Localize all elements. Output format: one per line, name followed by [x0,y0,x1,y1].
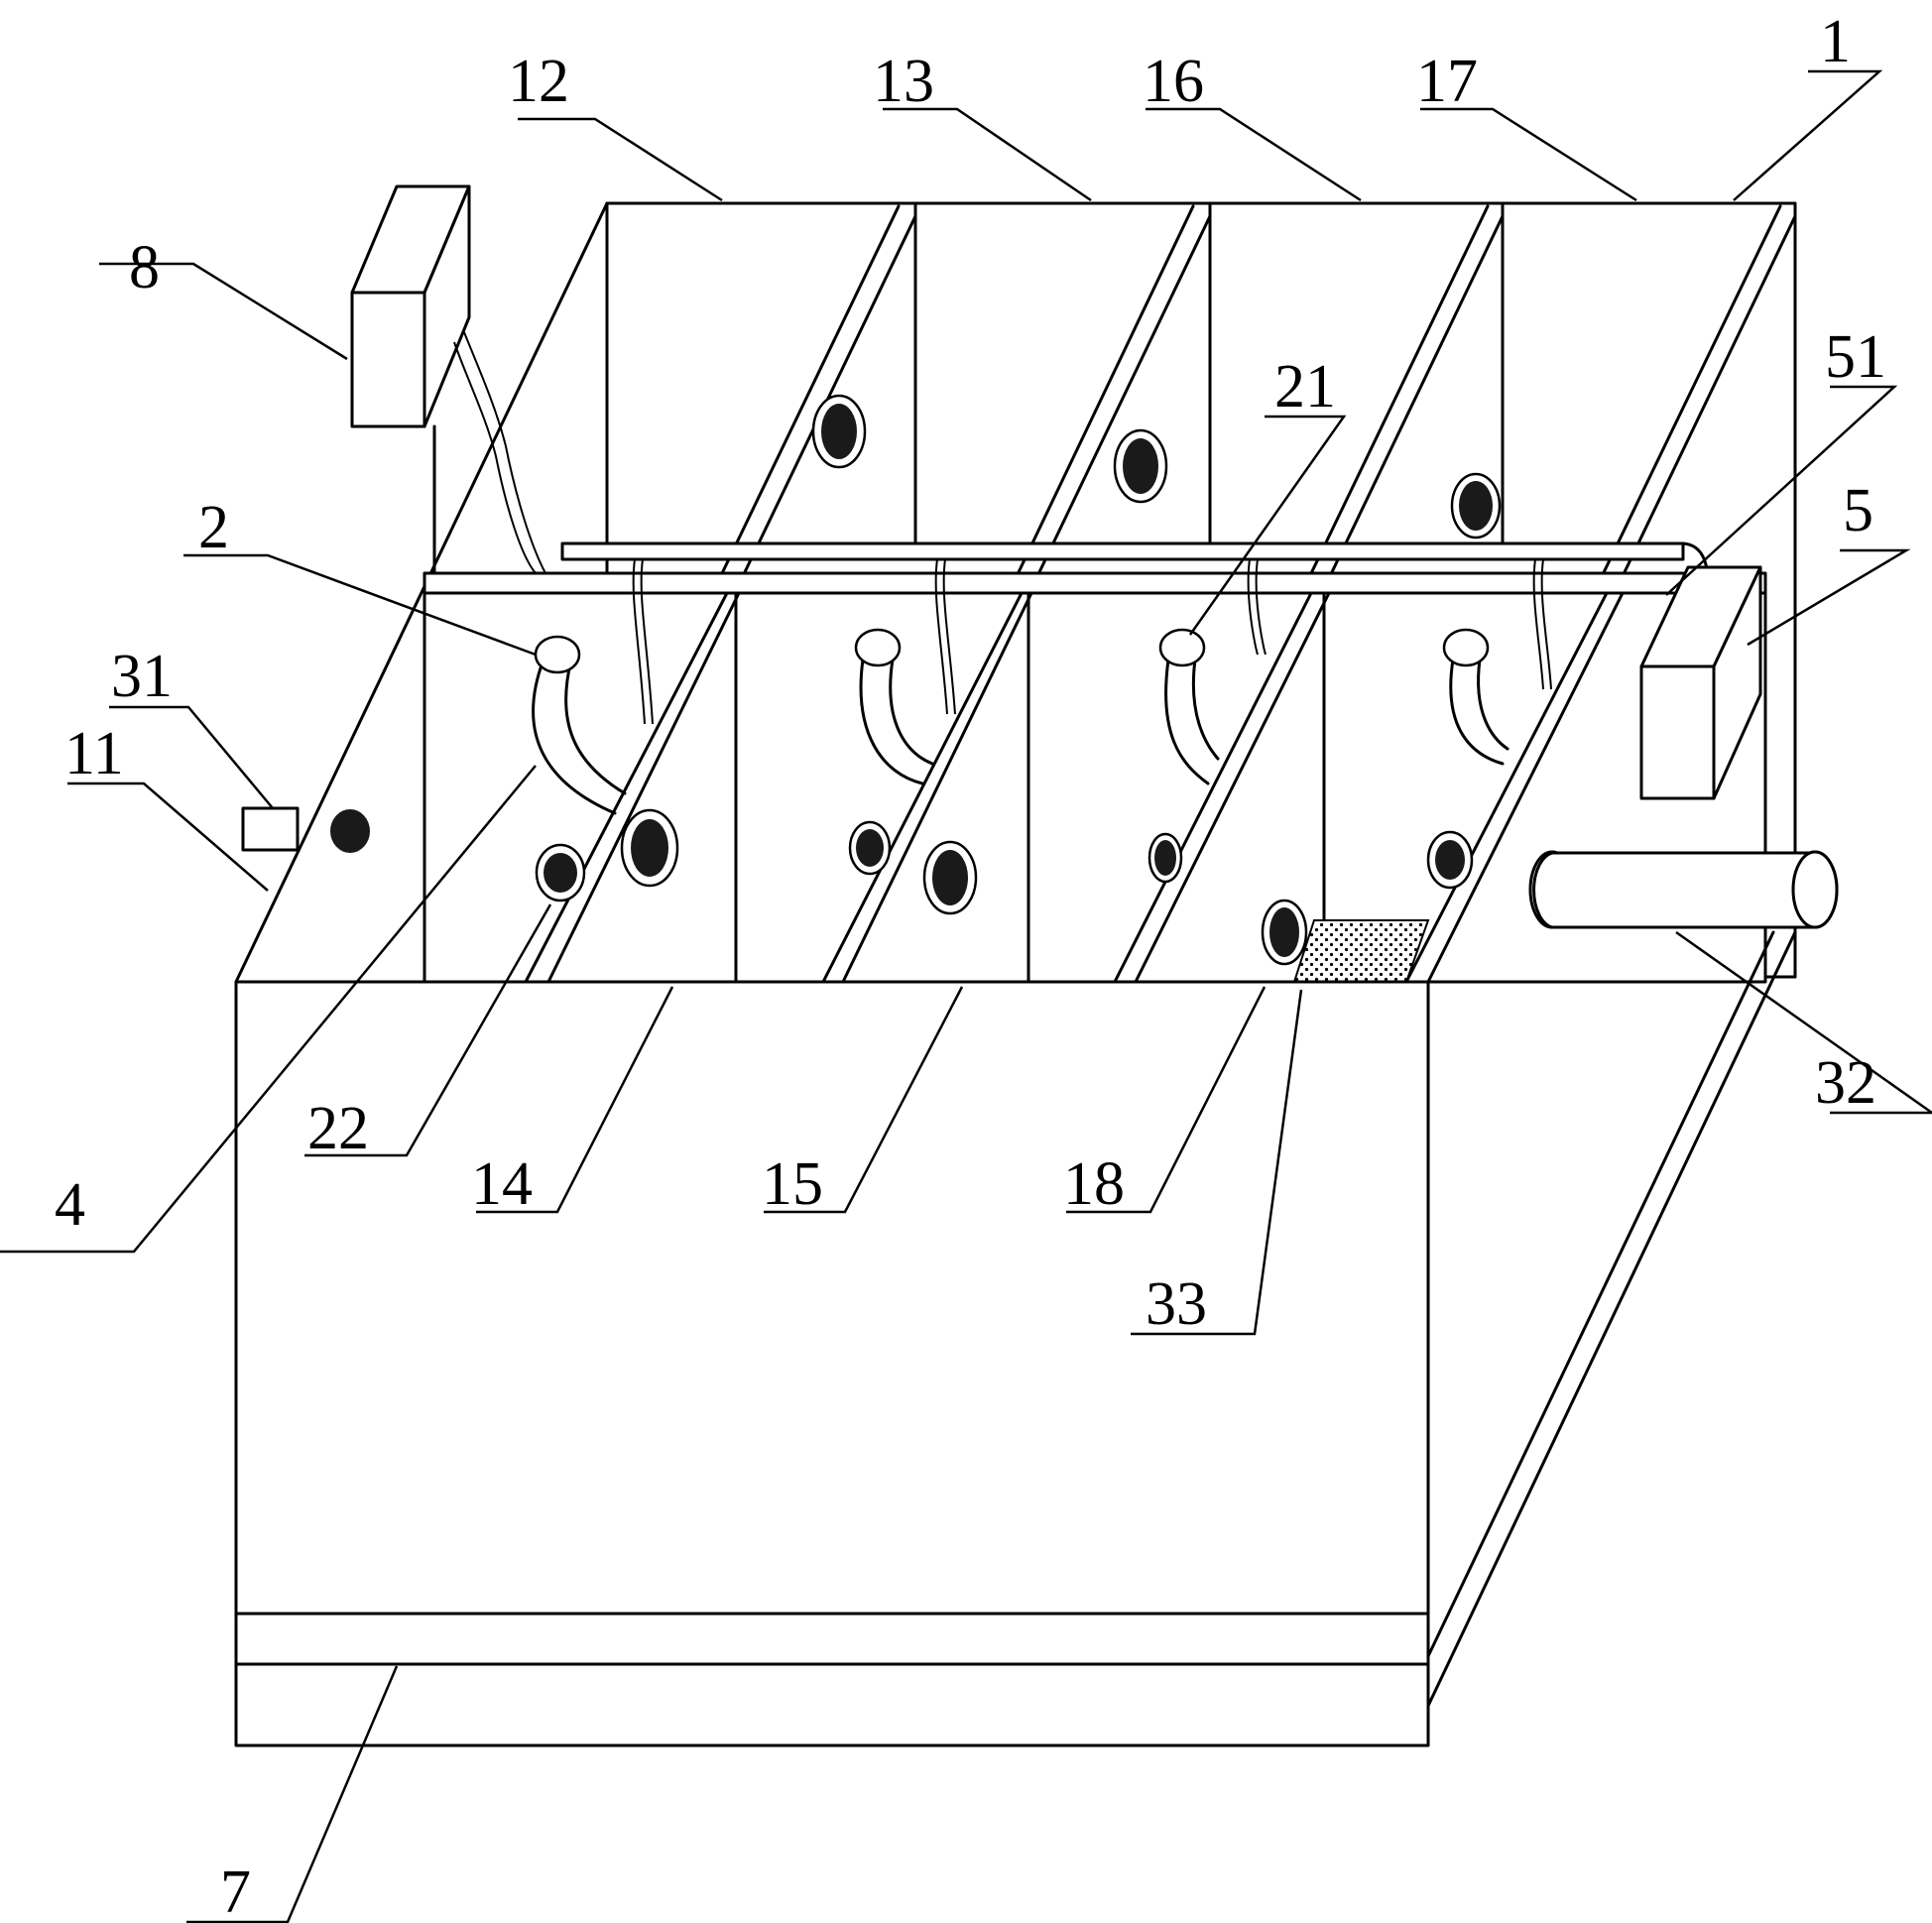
front-box [234,980,1430,1747]
control-cable [453,331,546,574]
inlet-pipe-31 [241,806,300,852]
label-11: 11 [64,720,124,787]
label-5: 5 [1843,477,1873,544]
label-14: 14 [471,1150,533,1218]
label-17: 17 [1416,48,1478,115]
label-13: 13 [873,48,934,115]
label-18: 18 [1063,1150,1125,1218]
back-divider-walls [913,201,1505,552]
ports [330,394,1502,966]
label-2: 2 [198,494,229,561]
label-15: 15 [762,1150,823,1218]
filter-33 [1292,919,1430,983]
label-7: 7 [220,1859,251,1923]
leader-lines [0,69,1932,1923]
label-51: 51 [1825,323,1886,391]
left-side-wall [234,201,609,984]
label-16: 16 [1143,48,1204,115]
tubes [532,658,1509,815]
box-5 [1639,565,1762,800]
control-box-8 [350,184,471,428]
label-32: 32 [1815,1049,1876,1117]
outlet-pipe-32 [1528,850,1839,929]
label-21: 21 [1274,353,1336,421]
labels: 12 13 16 17 1 8 2 21 51 5 31 11 4 22 14 … [55,8,1886,1923]
upper-connectors [534,628,1490,674]
label-4: 4 [55,1171,85,1239]
right-side-wall [1426,930,1797,1708]
hanging-wires [632,558,1552,725]
label-33: 33 [1146,1270,1207,1338]
label-8: 8 [129,234,160,301]
label-22: 22 [307,1095,369,1162]
label-1: 1 [1820,8,1851,75]
label-31: 31 [111,643,173,710]
label-12: 12 [508,48,569,115]
